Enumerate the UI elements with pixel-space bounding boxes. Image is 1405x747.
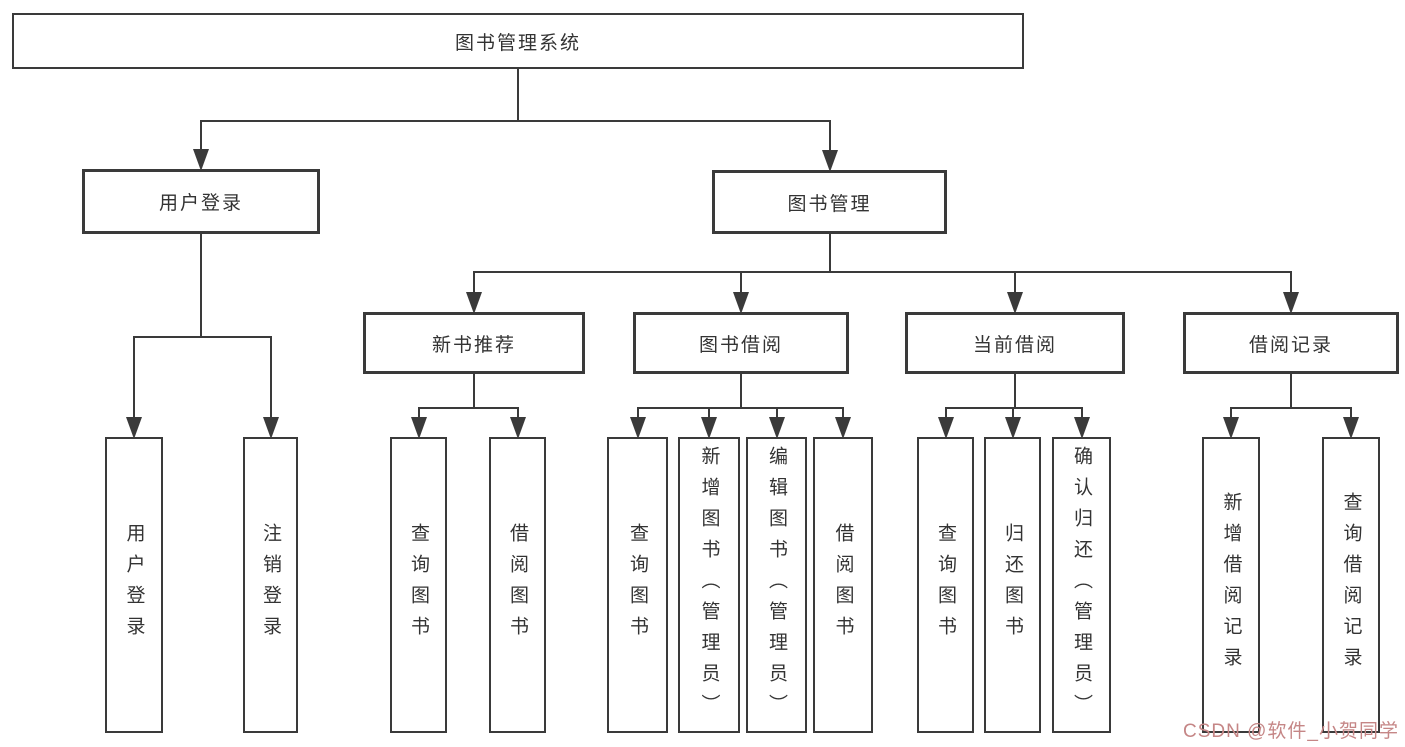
connector-line [417,407,519,409]
arrow-down-icon [1283,292,1299,314]
node-book-borrow: 图书借阅 [633,312,849,374]
connector-line [269,336,272,419]
connector-line [473,271,475,294]
connector-line [417,407,420,419]
connector-line [828,234,831,273]
node-new-book-rec: 新书推荐 [363,312,585,374]
node-label: 新增借阅记录 [1220,492,1242,678]
connector-line [740,374,742,409]
connector-line [1014,271,1016,294]
node-v-query-book-1: 查询图书 [390,437,447,733]
arrow-down-icon [629,417,646,439]
node-v-logout: 注销登录 [243,437,298,733]
connector-line [1230,407,1232,419]
arrow-down-icon [835,417,851,439]
node-v-query-book-2: 查询图书 [607,437,668,733]
connector-line [517,69,519,122]
arrow-down-icon [937,417,954,439]
node-v-query-borrow-record: 查询借阅记录 [1322,437,1380,733]
connector-line [1011,407,1014,419]
connector-line [1230,407,1352,409]
node-label: 图书管理系统 [454,32,581,54]
connector-line [516,407,519,419]
connector-line [636,407,639,419]
arrow-down-icon [701,417,717,439]
arrow-down-icon [126,417,142,439]
node-label: 查询图书 [935,523,956,647]
node-v-add-book: 新增图书（管理员） [678,437,740,733]
node-label: 查询图书 [408,523,429,647]
arrow-down-icon [262,417,279,439]
connector-line [944,407,947,419]
arrow-down-icon [733,292,749,314]
node-label: 当前借阅 [972,334,1057,356]
connector-line [1290,271,1292,294]
arrow-down-icon [466,292,482,314]
connector-line [473,271,1292,273]
node-v-query-book-3: 查询图书 [917,437,974,733]
node-v-confirm-return: 确认归还（管理员） [1052,437,1111,733]
node-book-mgmt: 图书管理 [712,170,947,234]
node-label: 查询借阅记录 [1340,492,1362,678]
node-label: 用户登录 [123,523,145,647]
node-label: 借阅图书 [507,523,528,647]
connector-line [775,407,778,419]
connector-line [1080,407,1083,419]
node-v-add-borrow-record: 新增借阅记录 [1202,437,1260,733]
node-label: 确认归还（管理员） [1071,445,1092,725]
node-v-edit-book: 编辑图书（管理员） [746,437,807,733]
connector-line [473,374,475,409]
node-user-login: 用户登录 [82,169,320,234]
connector-line [133,336,272,338]
arrow-down-icon [509,417,526,439]
arrow-down-icon [193,149,209,171]
connector-line [944,407,1083,409]
connector-line [1014,374,1016,409]
csdn-watermark: CSDN @软件_小贺同学 [1183,721,1399,742]
connector-line [200,234,202,338]
connector-line [740,271,742,294]
node-v-borrow-book-2: 借阅图书 [813,437,873,733]
node-label: 图书管理 [787,193,872,215]
node-label: 借阅图书 [832,523,854,647]
node-label: 查询图书 [627,523,648,647]
arrow-down-icon [821,150,838,172]
arrow-down-icon [410,417,427,439]
node-current-borrow: 当前借阅 [905,312,1125,374]
node-label: 新书推荐 [431,334,516,356]
node-label: 新增图书（管理员） [698,445,720,725]
connector-line [1290,374,1292,409]
connector-line [708,407,710,419]
node-v-return-book: 归还图书 [984,437,1041,733]
arrow-down-icon [1007,292,1023,314]
arrow-down-icon [768,417,785,439]
node-label: 注销登录 [260,523,281,647]
node-label: 图书借阅 [698,334,783,356]
arrow-down-icon [1004,417,1021,439]
node-v-borrow-book-1: 借阅图书 [489,437,546,733]
node-label: 用户登录 [158,193,243,214]
connector-line [133,336,135,419]
connector-line [200,120,202,151]
node-root: 图书管理系统 [12,13,1024,69]
node-label: 归还图书 [1002,523,1023,647]
connector-line [200,120,831,122]
node-label: 编辑图书（管理员） [766,445,787,725]
node-label: 借阅记录 [1248,334,1333,356]
node-borrow-records: 借阅记录 [1183,312,1399,374]
connector-line [842,407,844,419]
arrow-down-icon [1073,417,1090,439]
connector-line [828,120,831,152]
node-v-user-login: 用户登录 [105,437,163,733]
arrow-down-icon [1343,417,1359,439]
arrow-down-icon [1223,417,1239,439]
connector-line [636,407,844,409]
connector-line [1350,407,1352,419]
